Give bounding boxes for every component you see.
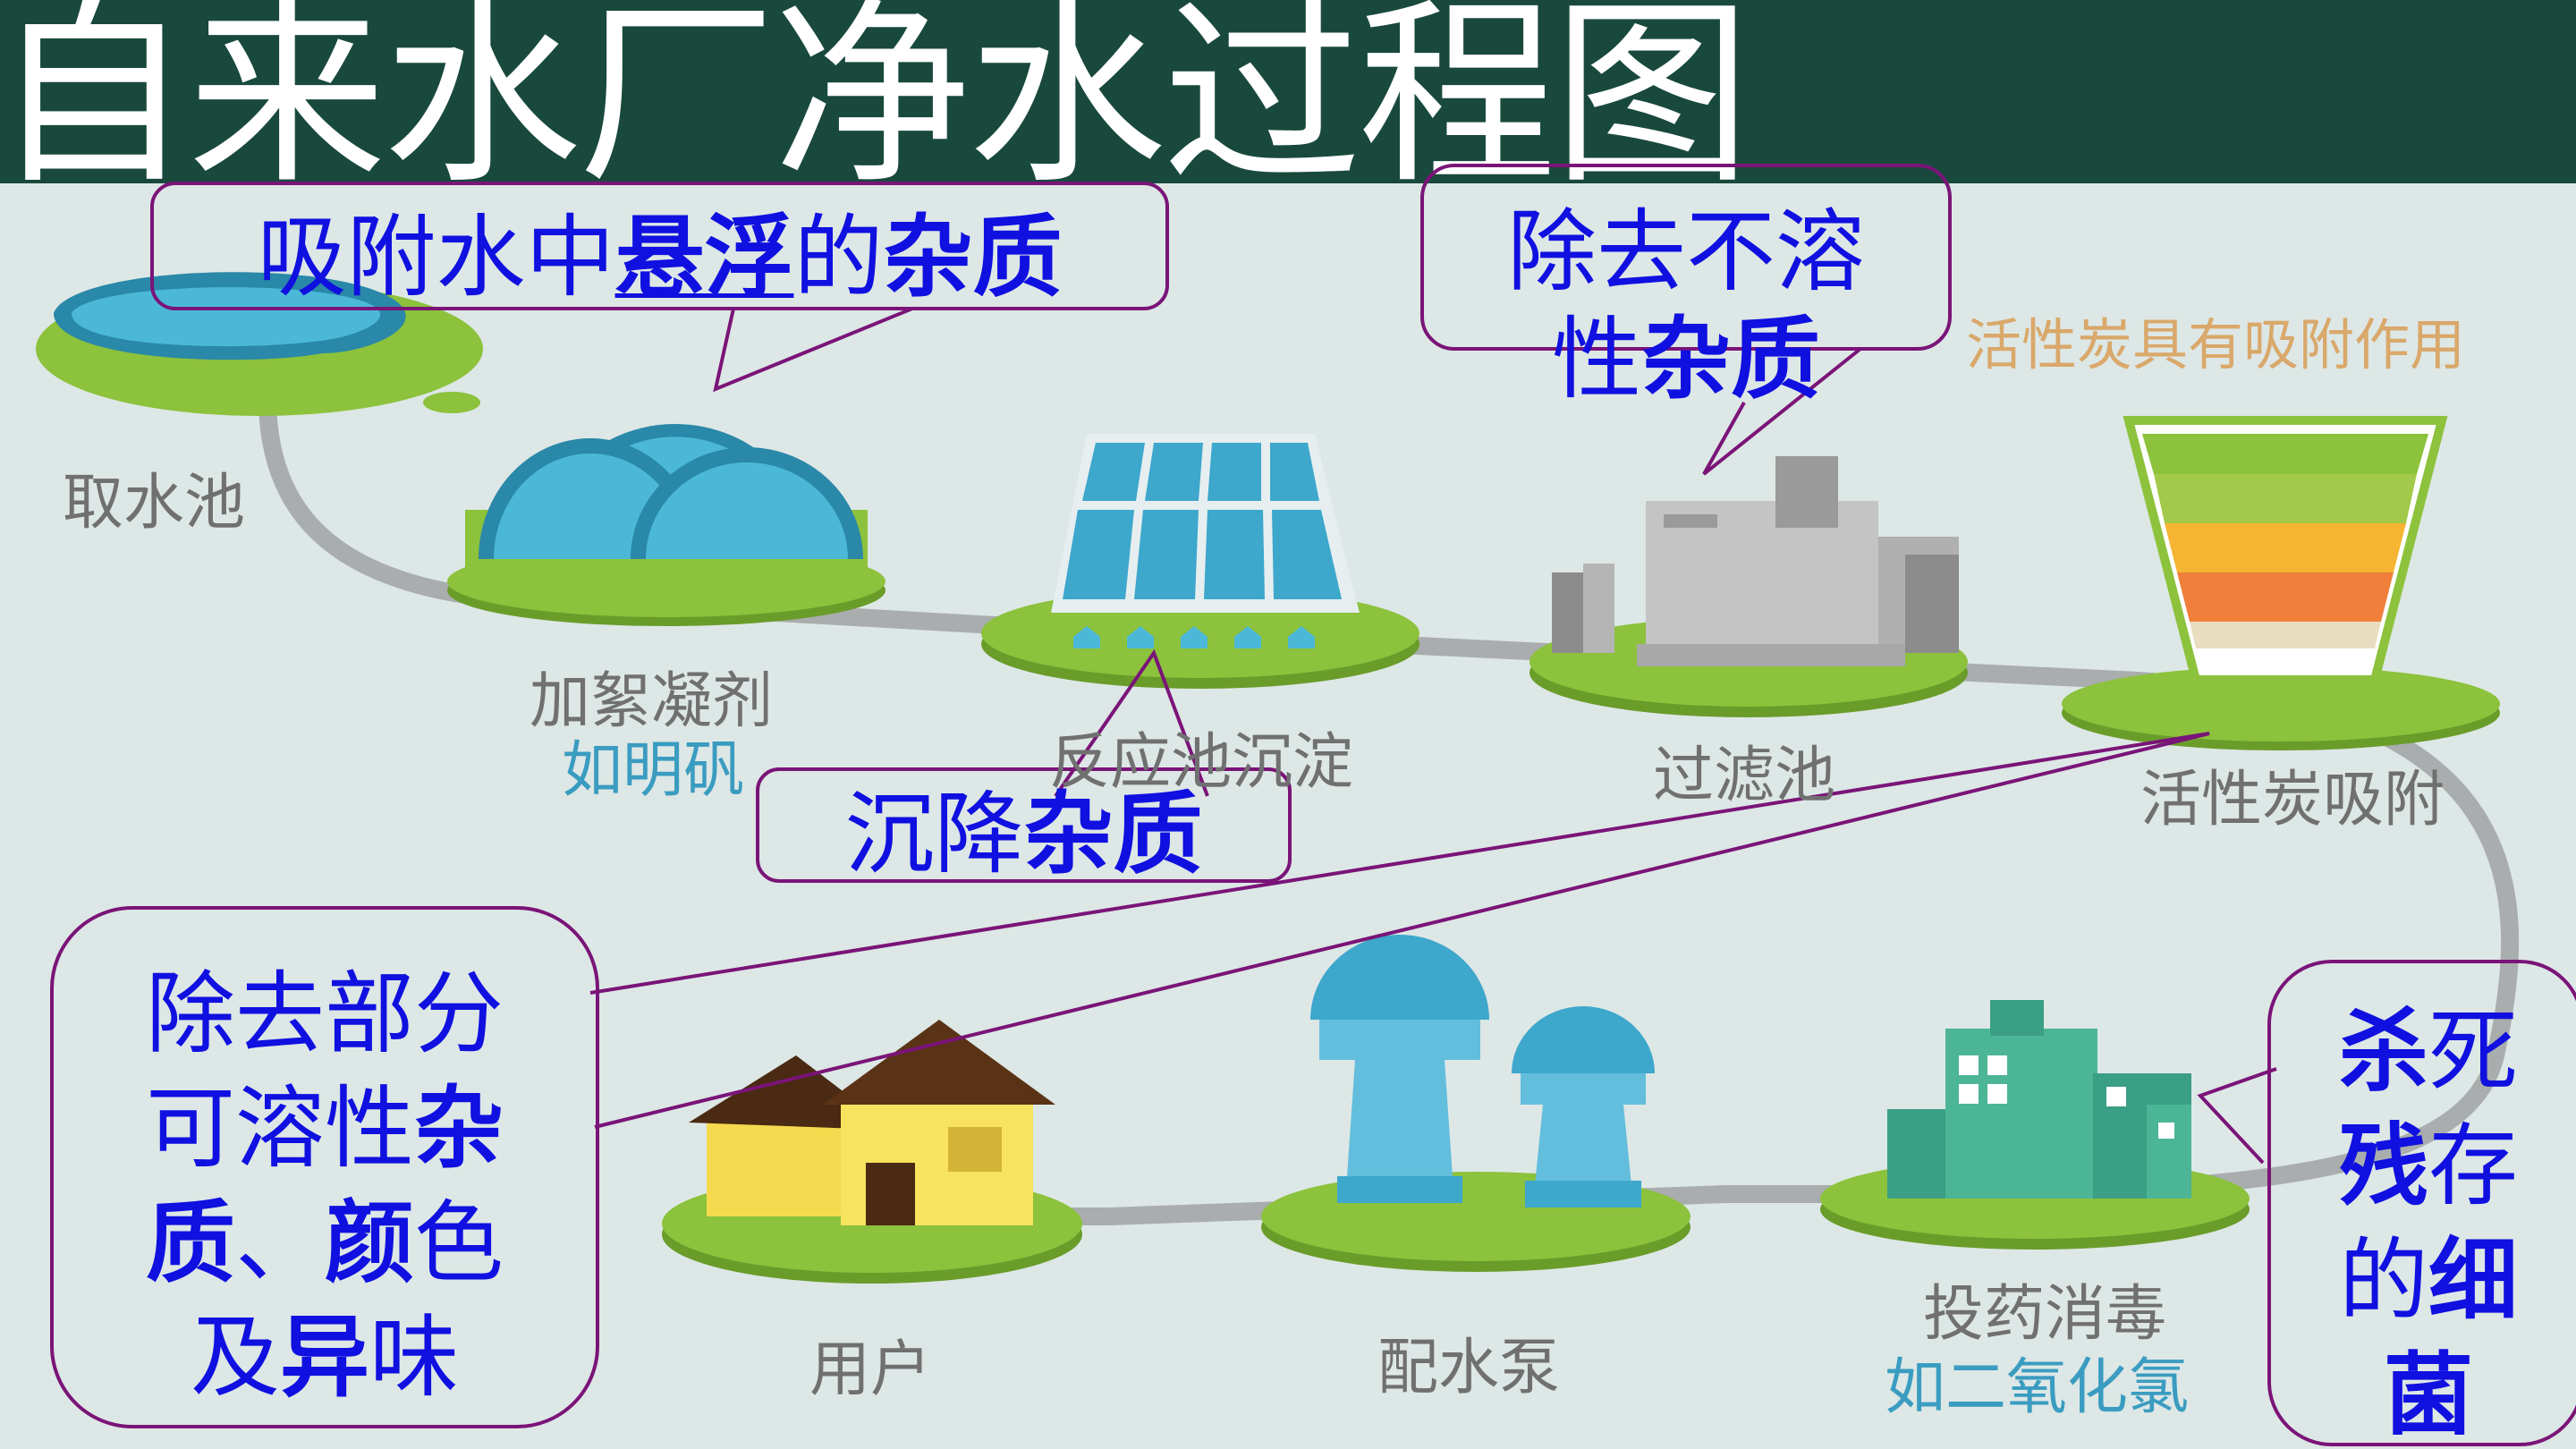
page-title: 自来水厂净水过程图 <box>0 0 1751 211</box>
house-icon <box>662 1020 1082 1284</box>
callout-box-adsorb <box>150 182 1169 310</box>
callout-soluble-text: 除去部分 可溶性杂 质、颜色 及异味 <box>146 962 504 1410</box>
callout-box-bacteria <box>2267 960 2576 1446</box>
callout-pointer-soluble <box>589 732 2210 1129</box>
label-flocculant-example: 如明矾 <box>562 735 745 806</box>
label-pump: 配水泵 <box>1377 1333 1561 1403</box>
callout-insoluble-text: 除去不溶 性杂质 <box>1507 199 1865 411</box>
callout-box-settle <box>756 767 1292 883</box>
flocculation-tanks-icon <box>447 424 886 626</box>
intake-pond-icon <box>36 272 483 416</box>
callout-pointer-settle <box>1054 648 1209 798</box>
label-carbon: 活性炭吸附 <box>2140 765 2445 835</box>
callout-pointer-adsorb <box>713 307 913 393</box>
header-bar <box>0 0 2576 183</box>
callout-bacteria-text: 杀死 残存 的细 菌 <box>2339 999 2518 1442</box>
label-intake: 取水池 <box>63 468 246 538</box>
callout-box-soluble <box>50 906 599 1428</box>
callout-pointer-bacteria <box>2197 1067 2277 1165</box>
disinfection-building-icon <box>1820 1000 2250 1250</box>
water-pump-icon <box>1261 935 1690 1272</box>
label-sedimentation: 反应池沉淀 <box>1049 727 1354 798</box>
label-disinfection-example: 如二氧化氯 <box>1885 1352 2190 1423</box>
label-disinfection: 投药消毒 <box>1923 1279 2167 1350</box>
callout-box-insoluble <box>1420 164 1952 351</box>
callout-adsorb-text: 吸附水中悬浮的杂质 <box>257 205 1063 309</box>
callout-pointer-insoluble <box>1702 347 1862 476</box>
label-carbon-note: 活性炭具有吸附作用 <box>1966 312 2466 377</box>
label-flocculant: 加絮凝剂 <box>530 666 774 737</box>
filtration-plant-icon <box>1530 456 1968 717</box>
label-filtration: 过滤池 <box>1653 741 1836 811</box>
activated-carbon-filter-icon <box>2062 416 2500 750</box>
label-user: 用户 <box>809 1335 932 1405</box>
sedimentation-tank-icon <box>981 434 1419 689</box>
callout-settle-text: 沉降杂质 <box>844 782 1203 886</box>
